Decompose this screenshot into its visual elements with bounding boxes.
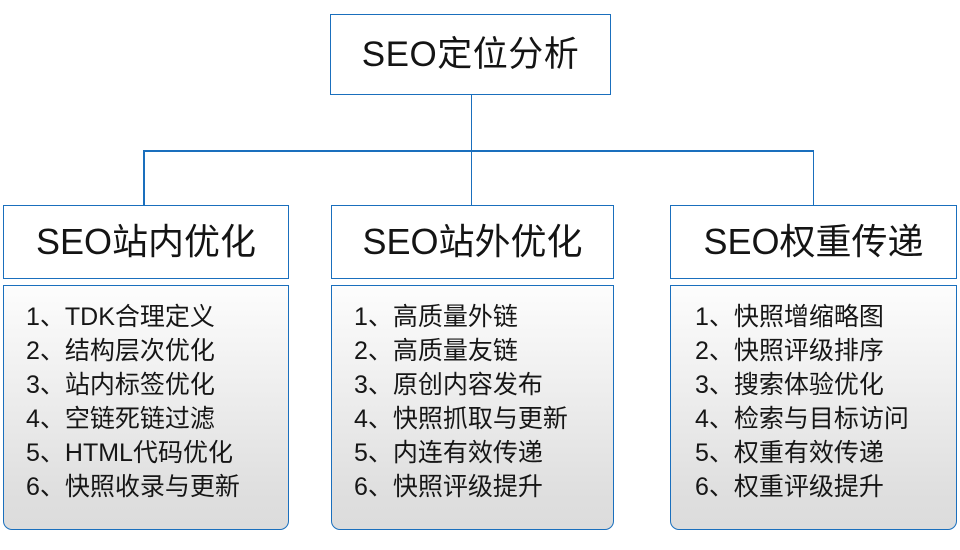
list-item[interactable]: 6、权重评级提升 (695, 473, 884, 501)
list-item[interactable]: 5、内连有效传递 (354, 439, 543, 467)
branch-header-label: SEO权重传递 (703, 221, 924, 262)
branch-list-3: 1、快照增缩略图 2、快照评级排序 3、搜索体验优化 4、检索与目标访问 5、权… (670, 285, 957, 530)
list-item[interactable]: 6、快照收录与更新 (26, 473, 240, 501)
connector-horizontal-bus (143, 150, 814, 152)
connector-root-stem (470, 95, 473, 151)
list-item[interactable]: 5、HTML代码优化 (26, 439, 233, 467)
list-item[interactable]: 2、高质量友链 (354, 337, 518, 365)
list-item[interactable]: 3、站内标签优化 (26, 371, 215, 399)
connector-branch-1 (143, 150, 145, 206)
branch-header-3[interactable]: SEO权重传递 (670, 205, 957, 279)
root-node-label: SEO定位分析 (361, 35, 580, 74)
list-item[interactable]: 1、快照增缩略图 (695, 303, 884, 331)
connector-branch-3 (812, 150, 815, 206)
root-node[interactable]: SEO定位分析 (330, 14, 611, 95)
list-item[interactable]: 3、原创内容发布 (354, 371, 543, 399)
branch-header-label: SEO站外优化 (362, 221, 583, 262)
branch-header-label: SEO站内优化 (35, 221, 257, 262)
list-item[interactable]: 1、高质量外链 (354, 303, 518, 331)
branch-list-1: 1、TDK合理定义 2、结构层次优化 3、站内标签优化 4、空链死链过滤 5、H… (3, 285, 289, 530)
list-item[interactable]: 4、空链死链过滤 (26, 405, 215, 433)
branch-header-2[interactable]: SEO站外优化 (331, 205, 614, 279)
list-item[interactable]: 1、TDK合理定义 (26, 303, 215, 331)
list-item[interactable]: 2、结构层次优化 (26, 337, 215, 365)
branch-header-1[interactable]: SEO站内优化 (3, 205, 289, 279)
list-item[interactable]: 4、快照抓取与更新 (354, 405, 568, 433)
list-item[interactable]: 6、快照评级提升 (354, 473, 543, 501)
list-item[interactable]: 3、搜索体验优化 (695, 371, 884, 399)
list-item[interactable]: 5、权重有效传递 (695, 439, 884, 467)
list-item[interactable]: 2、快照评级排序 (695, 337, 884, 365)
list-item[interactable]: 4、检索与目标访问 (695, 405, 909, 433)
branch-list-2: 1、高质量外链 2、高质量友链 3、原创内容发布 4、快照抓取与更新 5、内连有… (331, 285, 614, 530)
connector-branch-2 (470, 150, 473, 206)
